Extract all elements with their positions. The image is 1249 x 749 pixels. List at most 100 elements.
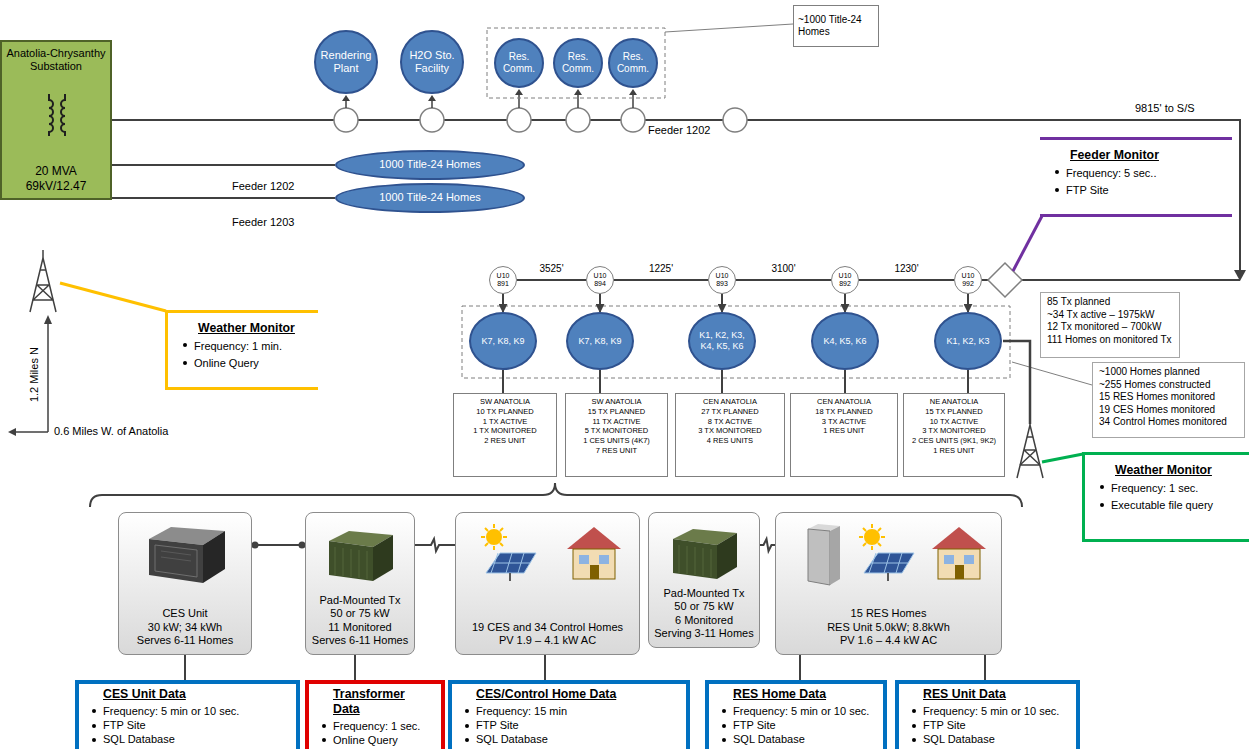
node-text: Pad-Mounted Tx — [663, 587, 744, 600]
transformer-symbol — [27, 92, 87, 136]
node-text: PV 1.6 – 4.4 kW AC — [840, 634, 937, 647]
bullet-text: FTP Site — [89, 718, 146, 732]
bracket-brace — [90, 483, 1022, 507]
node-text: 18 TX PLANNED — [815, 407, 872, 417]
bullet-text: Frequency: 5 min or 10 sec. — [89, 704, 239, 718]
node-text: 4 RES UNITS — [707, 436, 753, 446]
node-text: 15 RES Homes monitored — [1099, 391, 1215, 404]
data-panel: RES Unit DataFrequency: 5 min or 10 sec.… — [895, 680, 1080, 749]
node-text: Res. Comm. — [614, 51, 652, 75]
distance-label: 1225' — [647, 263, 675, 275]
connector — [502, 294, 504, 312]
solar-icon — [476, 523, 540, 583]
panel-heading: CES/Control Home Data — [476, 687, 616, 702]
solar-icon — [486, 553, 536, 573]
panel-heading: CES Unit Data — [103, 687, 186, 702]
res-unit-icon — [804, 521, 844, 587]
connector — [844, 294, 846, 312]
bullet-text: FTP Site — [462, 718, 519, 732]
distance-label: 3525' — [537, 263, 565, 275]
bullet-text: SQL Database — [719, 732, 805, 746]
node-text: 2 CES UNITS (9K1, 9K2) — [912, 436, 996, 446]
node-text: 1000 Title-24 Homes — [379, 191, 481, 204]
area-box: CEN ANATOLIA18 TX PLANNED3 TX ACTIVE1 RE… — [790, 393, 898, 477]
node-text: 7 RES UNIT — [596, 446, 637, 456]
transformer-symbol — [49, 94, 65, 136]
text-label: Feeder 1202 — [232, 180, 294, 193]
panel-heading: Feeder Monitor — [1070, 148, 1159, 163]
node-text: U10 894 — [588, 272, 612, 287]
feeder-arrowhead — [1234, 270, 1246, 281]
bullet-text: FTP Site — [909, 718, 966, 732]
res-unit-icon — [830, 526, 840, 585]
tower-icon — [1017, 425, 1043, 478]
transformer-symbol — [49, 94, 53, 136]
res-unit-icon — [808, 529, 830, 585]
bullet-text: Frequency: 1 sec. — [319, 719, 420, 733]
feeder-line — [112, 120, 1240, 280]
area-box: SW ANATOLIA10 TX PLANNED1 TX ACTIVE1 TX … — [453, 393, 557, 477]
tap-arrow — [632, 95, 634, 108]
text-label: Feeder 1203 — [232, 216, 294, 229]
node-text: ~34 Tx active – 1975kW — [1047, 309, 1154, 322]
transformer-icon — [335, 547, 367, 579]
equipment-box: 19 CES and 34 Control HomesPV 1.9 – 4.1 … — [455, 512, 640, 655]
tower-icon — [1029, 417, 1031, 425]
node-text: H2O Sto. Facility — [406, 49, 458, 75]
node-text: CEN ANATOLIA — [703, 397, 757, 407]
data-panel: CES Unit DataFrequency: 5 min or 10 sec.… — [75, 680, 300, 749]
diamond-symbol — [988, 263, 1022, 297]
house-icon — [590, 565, 599, 579]
node-text: SW ANATOLIA — [480, 397, 530, 407]
node-text: K7, K8, K9 — [481, 336, 524, 347]
solar-icon — [481, 524, 507, 550]
distance-label: 1230' — [892, 263, 920, 275]
node-text: 111 Homes on monitored Tx — [1047, 334, 1172, 347]
ces-unit-icon — [141, 521, 231, 587]
bullet-text: FTP Site — [719, 718, 776, 732]
bullet-text: SQL Database — [909, 732, 995, 746]
distance-arrow — [8, 315, 52, 436]
bracket-brace — [90, 483, 1022, 507]
node-text: 2 RES UNIT — [484, 436, 525, 446]
house-icon — [599, 555, 609, 564]
solar-icon — [864, 553, 914, 573]
bullet-text: Frequency: 1 sec. — [1097, 480, 1198, 498]
homes-ellipse: 1000 Title-24 Homes — [335, 150, 525, 180]
connector — [984, 655, 986, 680]
tower-icon — [1020, 437, 1040, 465]
tap-arrow — [629, 89, 637, 95]
connector — [967, 370, 969, 393]
node-text: 20 MVA 69kV/12.47 — [5, 164, 107, 193]
panel-heading: Transformer Data — [333, 687, 433, 717]
distance-arrow — [14, 431, 48, 433]
node-text: 15 TX PLANNED — [925, 407, 982, 417]
node-text: Serves 6-11 Homes — [137, 634, 233, 647]
house-icon — [926, 521, 992, 583]
pole-circle: U10 892 — [831, 266, 859, 294]
ces-unit-icon — [155, 545, 197, 577]
node-text: CEN ANATOLIA — [817, 397, 871, 407]
panel-heading: RES Home Data — [733, 687, 826, 702]
connector — [599, 294, 601, 312]
bullet-text: Frequency: 1 min. — [180, 338, 282, 356]
solar-icon — [864, 529, 880, 545]
load-circle: Res. Comm. — [494, 38, 544, 88]
node-text: U10 893 — [710, 272, 734, 287]
node-text: 15 RES Homes — [851, 607, 927, 620]
tap-circle — [566, 108, 590, 132]
transformer-icon — [717, 533, 737, 579]
bullet-text: Frequency: 5 min or 10 sec. — [909, 704, 1059, 718]
connector — [799, 655, 801, 680]
monitor-lead — [60, 283, 166, 311]
bullet-text: Frequency: 15 min — [462, 704, 567, 718]
connector — [614, 279, 708, 281]
dashed-group — [462, 306, 1010, 378]
node-text: 8 TX ACTIVE — [708, 417, 752, 427]
node-text: PV 1.9 – 4.1 kW AC — [499, 634, 596, 647]
tap-arrow — [428, 95, 436, 101]
ces-unit-icon — [203, 531, 225, 583]
node-text: CES Unit — [162, 607, 207, 620]
bullet-text: Frequency: 5 sec.. — [1052, 165, 1157, 183]
connector — [354, 655, 356, 680]
